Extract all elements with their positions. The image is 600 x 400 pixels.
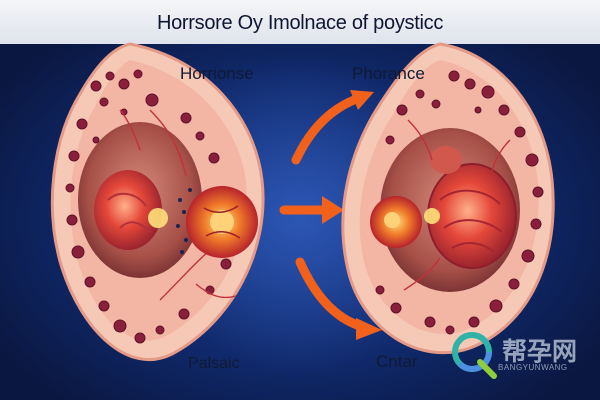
title-band bbox=[0, 0, 600, 44]
watermark-text: 帮孕网 bbox=[502, 337, 578, 366]
label-bottom-right: Cntar bbox=[376, 352, 418, 371]
right-tumor bbox=[427, 163, 517, 269]
watermark: 帮孕网 BANGYUNWANG bbox=[446, 330, 596, 380]
left-tumor bbox=[94, 170, 162, 250]
diagram-title: Horrsore Oy Imolnacе of poysticc bbox=[156, 12, 444, 34]
arrow-head-top bbox=[350, 90, 374, 110]
label-top-left: Horrionse bbox=[180, 64, 254, 83]
watermark-subtext: BANGYUNWANG bbox=[498, 363, 568, 372]
right-organ bbox=[341, 42, 555, 354]
arrow-head-bottom bbox=[356, 318, 382, 340]
left-organ bbox=[50, 42, 265, 361]
arrow-head-middle bbox=[322, 196, 344, 224]
watermark-logo-icon bbox=[452, 332, 497, 379]
transition-arrows bbox=[279, 95, 365, 331]
label-top-right: Phorance bbox=[352, 64, 425, 83]
label-bottom-left: Palsaic bbox=[188, 355, 240, 372]
